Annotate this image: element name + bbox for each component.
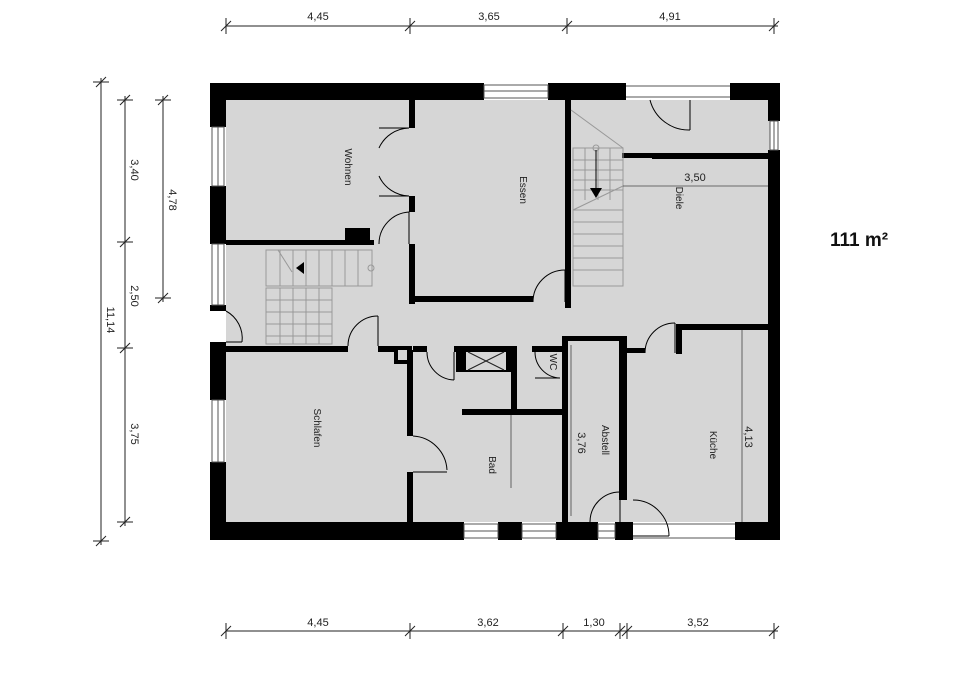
doors [225, 99, 691, 537]
stair-arrow-right [590, 188, 602, 198]
bottom-dim-1: 4,45 [307, 617, 328, 629]
left-dim-seg-1: 3,40 [128, 159, 140, 180]
room-label-schlafen: Schlafen [311, 409, 322, 448]
room-label-kueche: Küche [707, 431, 718, 460]
top-dimension-line [220, 18, 780, 34]
bottom-dimension-line [220, 623, 780, 639]
windows [211, 84, 779, 539]
floor-areas [226, 100, 776, 522]
bottom-dim-3: 1,30 [583, 617, 604, 629]
bottom-dim-2: 3,62 [477, 617, 498, 629]
top-dim-1: 4,45 [307, 11, 328, 23]
left-dim-seg-3: 3,75 [128, 423, 140, 444]
outer-walls [210, 83, 780, 540]
room-label-diele: Diele [673, 187, 684, 210]
stair-arrow-left [296, 262, 304, 274]
staircase-left [265, 249, 375, 345]
room-label-bad: Bad [486, 456, 497, 474]
entrance-opening [626, 85, 735, 539]
interior-walls [226, 100, 768, 522]
total-area-label: 111 m² [830, 230, 889, 251]
diele-width-dim: 3,50 [684, 172, 705, 184]
left-dimension-lines [93, 76, 171, 547]
bottom-dim-4: 3,52 [687, 617, 708, 629]
room-label-essen: Essen [517, 176, 528, 204]
kueche-height-dim: 4,13 [742, 426, 754, 447]
left-dim-total: 11,14 [104, 307, 116, 334]
shaft-cross [467, 351, 505, 371]
abstell-height-dim: 3,76 [575, 432, 587, 453]
left-dim-seg-2: 2,50 [128, 285, 140, 306]
room-label-wc: WC [547, 354, 558, 371]
room-label-abstell: Abstell [599, 425, 610, 455]
top-dim-2: 3,65 [478, 11, 499, 23]
inner-dimension-lines [510, 185, 768, 522]
room-label-wohnen: Wohnen [342, 148, 353, 185]
top-dim-3: 4,91 [659, 11, 680, 23]
left-dim-inner: 4,78 [166, 189, 178, 210]
